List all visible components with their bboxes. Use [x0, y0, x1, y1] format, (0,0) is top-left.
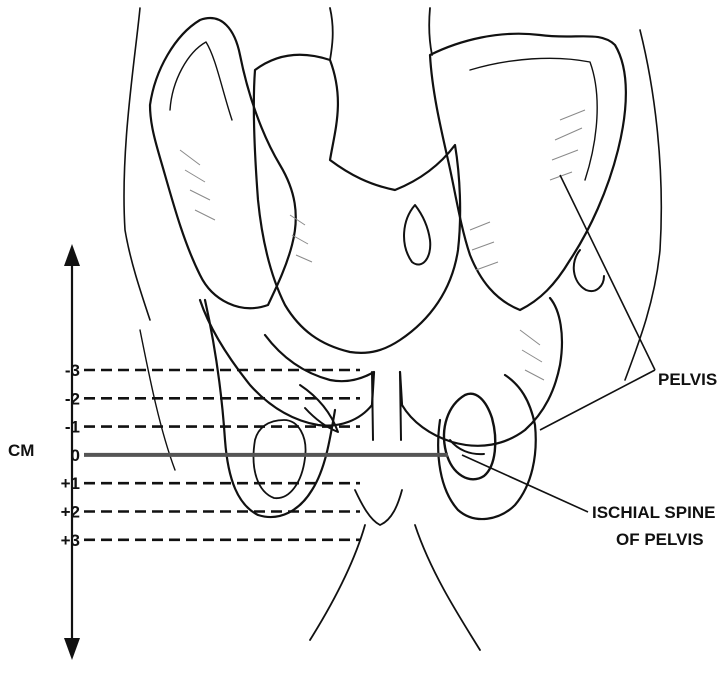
left-pubic-ramus: [200, 300, 374, 426]
left-iliac-wing: [150, 18, 296, 308]
cm-axis-label: CM: [8, 441, 34, 460]
torso-right-outline: [625, 30, 661, 380]
arrow-down-icon: [64, 638, 80, 660]
coccyx: [355, 490, 402, 525]
pelvis-pointer: [540, 175, 655, 430]
upper-spine: [330, 8, 432, 60]
sacral-foramen: [404, 205, 430, 265]
ischial-spine-label-line2: OF PELVIS: [616, 530, 704, 549]
sacrum: [254, 55, 460, 353]
station-label: -3: [65, 361, 80, 380]
station-label: +2: [61, 503, 80, 522]
pelvic-outlet-right: [415, 525, 480, 650]
station-label: 0: [71, 446, 80, 465]
pubic-symphysis: [372, 372, 401, 440]
right-ischium: [438, 375, 536, 519]
pointer-lines: [462, 175, 655, 512]
station-label: -2: [65, 389, 80, 408]
station-label: +1: [61, 474, 80, 493]
pelvis-illustration: [124, 8, 661, 650]
pelvis-shading: [180, 110, 585, 380]
torso-left-outline: [124, 8, 150, 320]
pelvic-outlet-left: [310, 525, 365, 640]
pelvis-label: PELVIS: [658, 370, 717, 389]
left-obturator-foramen: [254, 420, 306, 498]
right-iliac-crest-inner: [470, 58, 597, 180]
station-label: +3: [61, 531, 80, 550]
arrow-up-icon: [64, 244, 80, 266]
ischial-spine-label-line1: ISCHIAL SPINE: [592, 503, 715, 522]
ischial-spine-pointer: [462, 455, 588, 512]
station-label: -1: [65, 418, 80, 437]
left-iliac-crest-inner: [170, 42, 232, 120]
femur-left: [140, 330, 175, 470]
